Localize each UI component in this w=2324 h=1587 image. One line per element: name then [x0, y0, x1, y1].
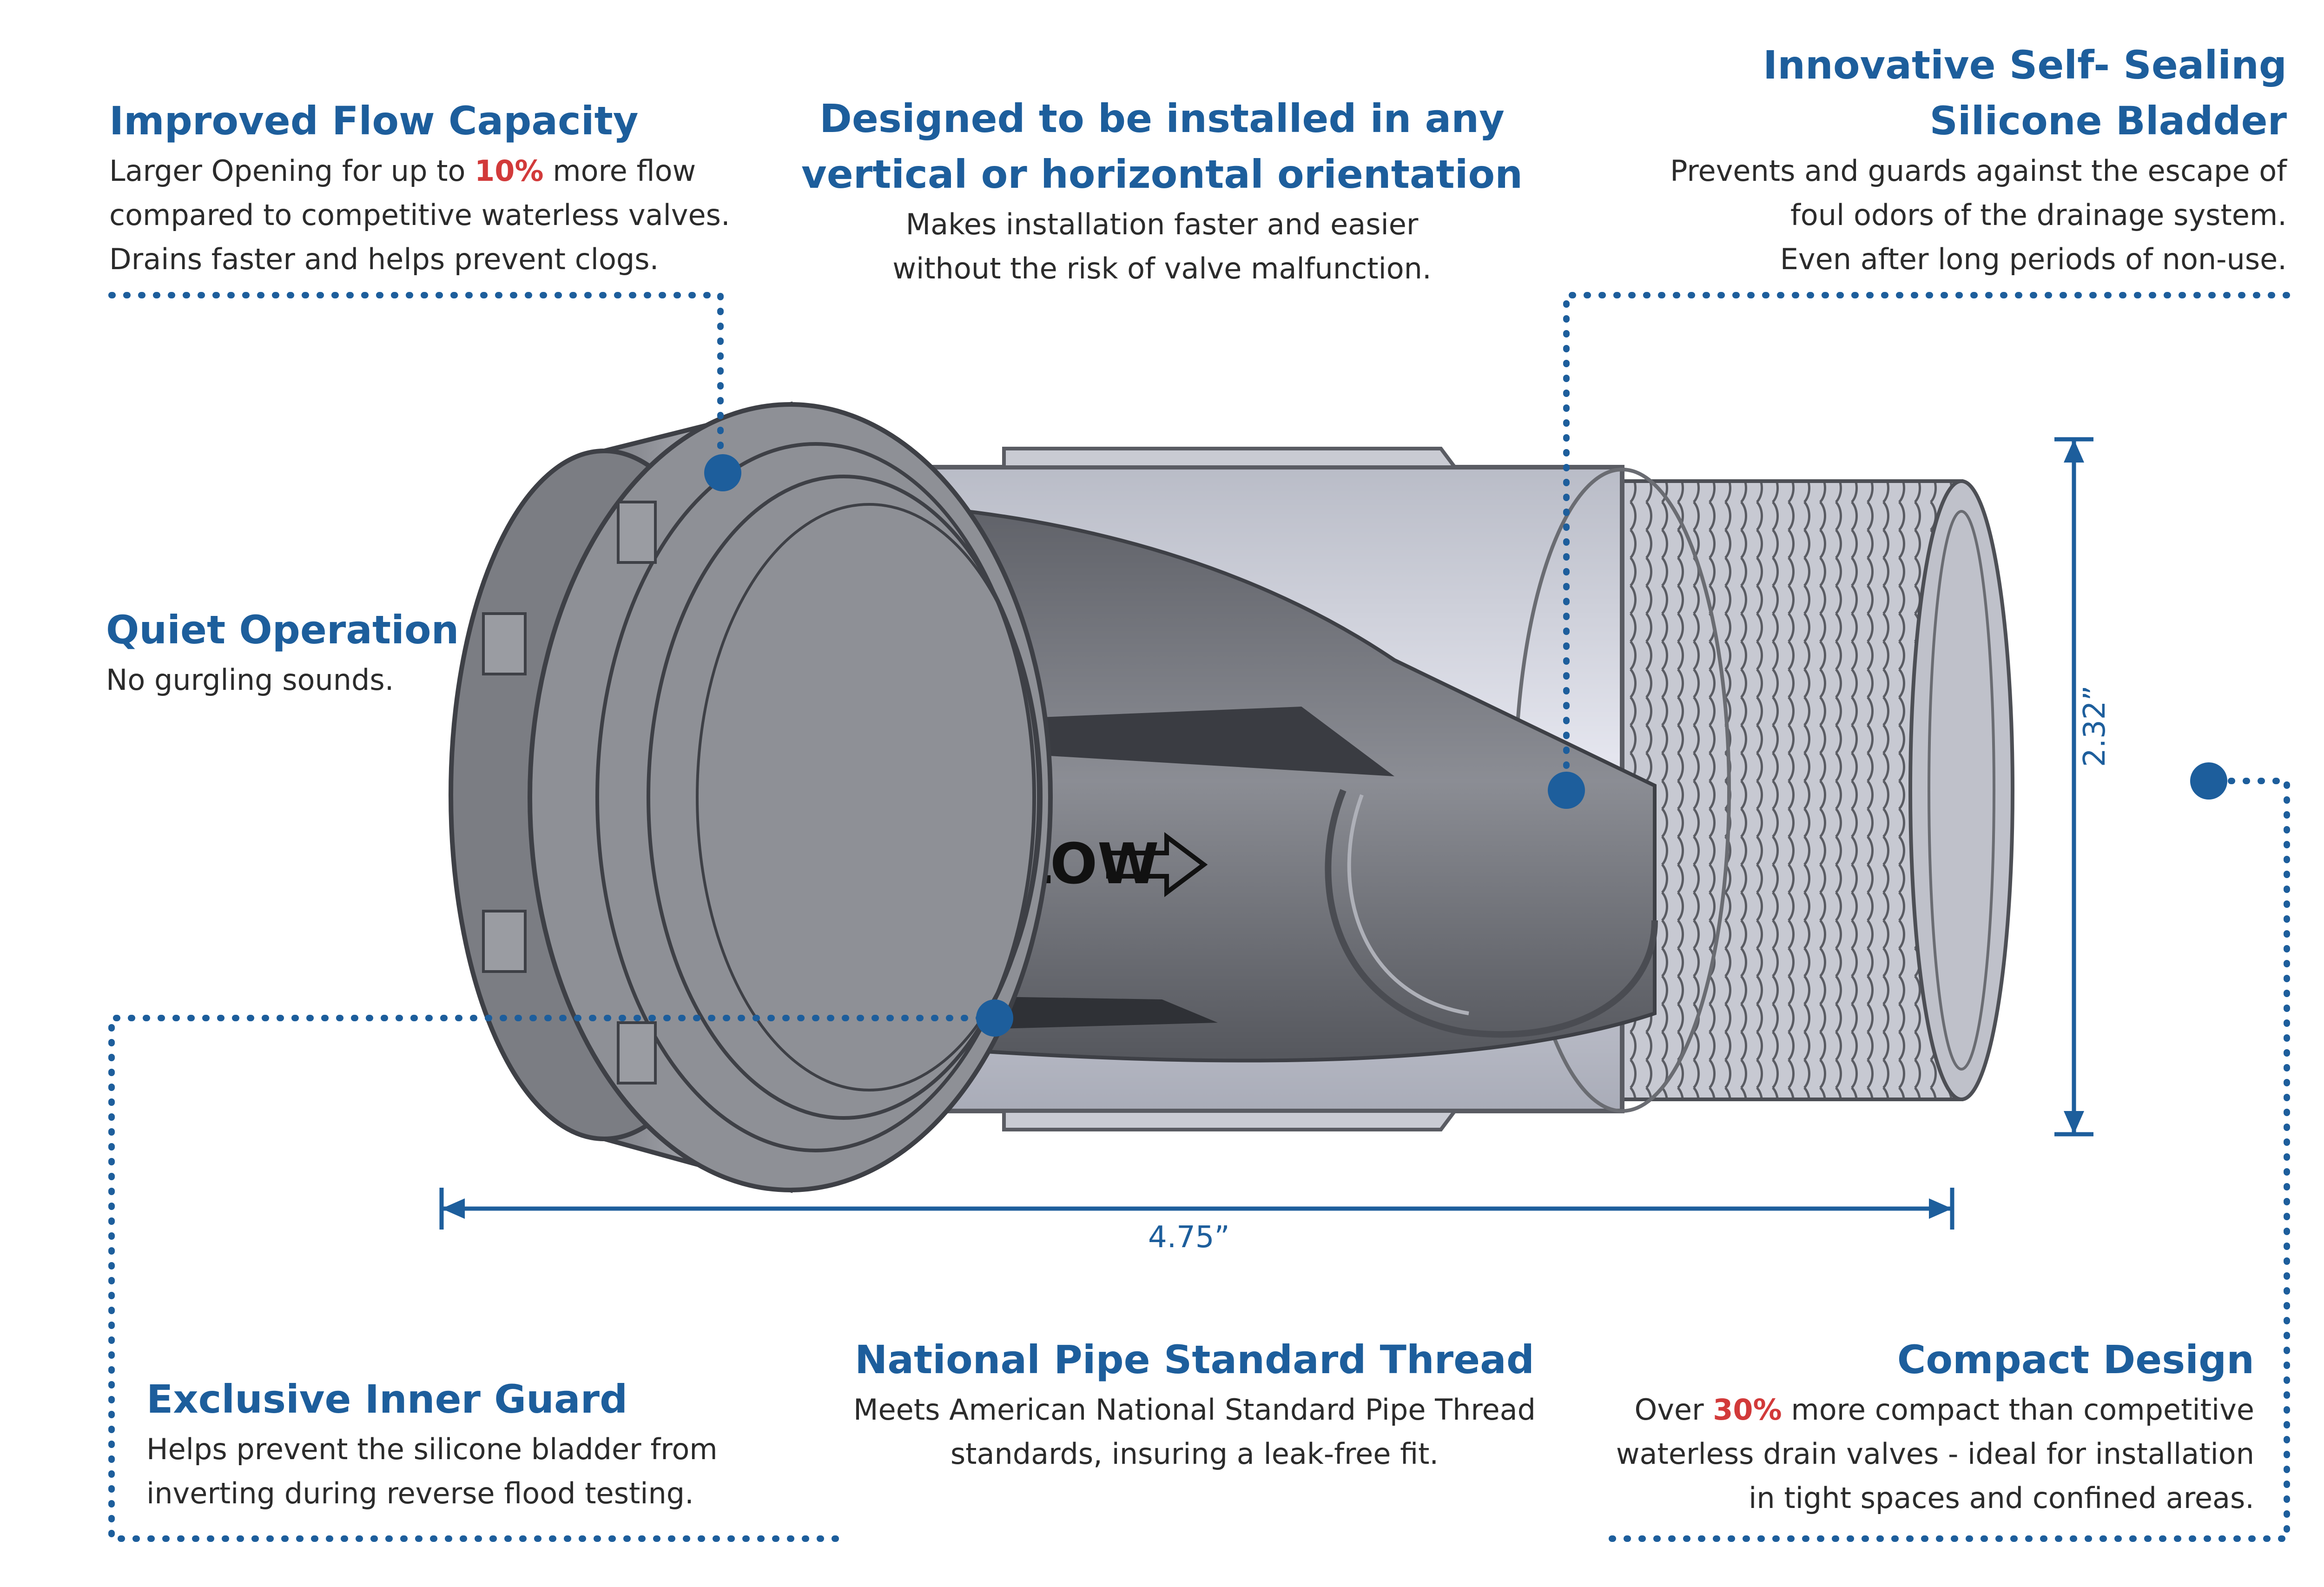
callout-text: without the risk of valve malfunction.	[892, 251, 1432, 285]
callout-text: waterless drain valves - ideal for insta…	[1616, 1437, 2254, 1471]
callout-flow-capacity: Improved Flow Capacity Larger Opening fo…	[109, 93, 806, 281]
callout-title: Improved Flow Capacity	[109, 98, 639, 144]
callout-title: vertical or horizontal orientation	[801, 152, 1523, 197]
highlight-percentage: 10%	[475, 154, 544, 188]
callout-text-part: more compact than competitive	[1782, 1393, 2254, 1427]
leader-inner-guard	[108, 1015, 998, 1542]
leader-lines	[108, 292, 2290, 1542]
callout-text: Drains faster and helps prevent clogs.	[109, 242, 659, 276]
dimension-lines	[439, 437, 2093, 1230]
callout-title: Designed to be installed in any	[819, 96, 1505, 141]
callout-text: Makes installation faster and easier	[905, 207, 1419, 241]
callout-quiet-operation: Quiet Operation No gurgling sounds.	[106, 602, 571, 702]
leader-self-sealing	[1563, 292, 2290, 791]
arrow-left-icon	[442, 1198, 465, 1219]
leader-compact	[1600, 778, 2290, 1542]
union-nut	[449, 401, 1053, 1193]
callout-self-sealing: Innovative Self- Sealing Silicone Bladde…	[1534, 37, 2287, 281]
callout-text: standards, insuring a leak-free fit.	[950, 1437, 1439, 1471]
dot-compact	[2190, 762, 2227, 800]
callout-title: Exclusive Inner Guard	[146, 1376, 628, 1422]
callout-orientation: Designed to be installed in any vertical…	[790, 91, 1534, 291]
callout-text: foul odors of the drainage system.	[1790, 198, 2287, 232]
highlight-percentage: 30%	[1713, 1393, 1782, 1427]
length-dimension-label: 4.75”	[1148, 1220, 1230, 1255]
height-dimension-label: 2.32”	[2078, 685, 2112, 767]
callout-title: Quiet Operation	[106, 607, 459, 653]
callout-text: Meets American National Standard Pipe Th…	[853, 1393, 1536, 1427]
callout-text: in tight spaces and confined areas.	[1749, 1481, 2254, 1515]
flow-arrow-icon	[1106, 832, 1208, 897]
callout-inner-guard: Exclusive Inner Guard Helps prevent the …	[146, 1371, 844, 1515]
callout-text: compared to competitive waterless valves…	[109, 198, 730, 232]
arrow-up-icon	[2064, 439, 2084, 463]
callout-compact-design: Compact Design Over 30% more compact tha…	[1497, 1332, 2254, 1520]
callout-text-part: Larger Opening for up to	[109, 154, 475, 188]
callout-dots	[704, 454, 2227, 1037]
callout-text: Larger Opening for up to 10% more flow	[109, 149, 806, 193]
callout-text: Over 30% more compact than competitive	[1497, 1388, 2254, 1432]
callout-text-part: more flow	[543, 154, 696, 188]
callout-text: No gurgling sounds.	[106, 663, 394, 697]
callout-title: National Pipe Standard Thread	[855, 1337, 1534, 1382]
dot-flow-capacity	[704, 454, 741, 491]
callout-text: inverting during reverse flood testing.	[146, 1476, 694, 1510]
callout-text-part: Over	[1634, 1393, 1713, 1427]
leader-flow-capacity	[108, 292, 724, 473]
callout-text: Prevents and guards against the escape o…	[1670, 154, 2287, 188]
dot-inner-guard	[976, 999, 1013, 1037]
dot-self-sealing	[1548, 772, 1585, 809]
callout-text: Even after long periods of non-use.	[1780, 242, 2287, 276]
callout-title: Innovative Self- Sealing	[1763, 42, 2287, 88]
callout-text: Helps prevent the silicone bladder from	[146, 1432, 718, 1466]
arrow-right-icon	[1929, 1198, 1952, 1219]
callout-title: Silicone Bladder	[1929, 98, 2287, 144]
callout-title: Compact Design	[1897, 1337, 2254, 1382]
callout-pipe-thread: National Pipe Standard Thread Meets Amer…	[790, 1332, 1599, 1476]
arrow-down-icon	[2064, 1111, 2084, 1134]
